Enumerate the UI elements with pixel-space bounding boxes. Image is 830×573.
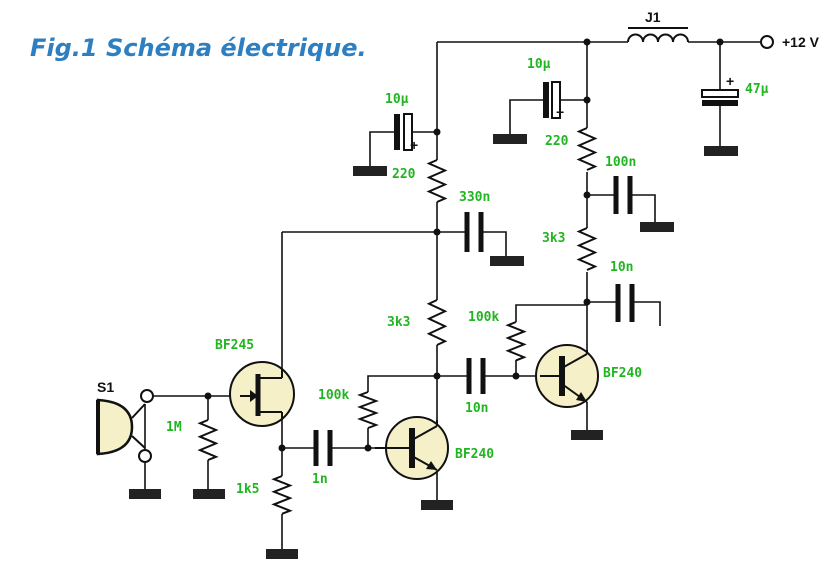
label-c-1n: 1n: [312, 472, 328, 487]
junction-dot: [278, 444, 286, 452]
resistor-1m-icon: [197, 419, 219, 461]
capacitor-47u-icon: +: [701, 73, 739, 106]
label-r-3k3-mid: 3k3: [387, 315, 410, 330]
figure-title: Fig.1 Schéma électrique.: [30, 34, 367, 62]
fet-q1-icon: [229, 361, 295, 427]
junction-dot: [204, 392, 212, 400]
capacitor-10n-top-icon: [615, 284, 635, 322]
junction-dot: [716, 38, 724, 46]
capacitor-10u-right-icon: +: [543, 81, 564, 120]
junction-dot: [583, 191, 591, 199]
label-c-100n: 100n: [605, 155, 636, 170]
ground-icon: [704, 146, 738, 156]
c10u-right-wire: [509, 99, 587, 136]
ground-icon: [129, 489, 161, 499]
bjt-q3-icon: [535, 344, 599, 408]
ground-icon: [640, 222, 674, 232]
label-q1-bf245: BF245: [215, 338, 254, 353]
resistor-100k-mid-icon: [357, 391, 379, 429]
junction-dot: [583, 38, 591, 46]
wires: [144, 41, 760, 550]
label-r-1m: 1M: [166, 420, 182, 435]
label-j1: J1: [645, 9, 661, 25]
label-r-220-right: 220: [545, 134, 569, 149]
svg-text:+: +: [556, 104, 564, 120]
label-s1: S1: [97, 379, 114, 395]
junction-dot: [512, 372, 520, 380]
ground-icon: [266, 549, 298, 559]
ground-icon: [571, 430, 603, 440]
label-supply: +12 V: [782, 34, 820, 50]
junction-dot: [433, 228, 441, 236]
capacitor-1n-icon: [313, 430, 333, 466]
microphone-s1-icon: [96, 389, 154, 463]
c330n-wire: [437, 231, 507, 258]
label-c-10u-right: 10µ: [527, 57, 551, 72]
ground-icon: [193, 489, 225, 499]
resistor-3k3-mid-icon: [426, 299, 448, 346]
svg-text:+: +: [726, 73, 734, 89]
supply-terminal-icon: [760, 35, 774, 49]
resistor-3k3-right-icon: [576, 227, 598, 271]
capacitor-10n-mid-icon: [466, 358, 486, 394]
c10n-top-wire: [587, 301, 661, 326]
inductor-j1-icon: [627, 33, 689, 43]
c10u-left-wire: [369, 131, 437, 168]
label-r-220-left: 220: [392, 167, 416, 182]
label-q2-bf240: BF240: [455, 447, 494, 462]
junction-dots: [204, 38, 724, 452]
resistor-220-right-icon: [576, 127, 598, 171]
junction-dot: [583, 298, 591, 306]
input-wire: [144, 395, 240, 490]
junction-dot: [583, 96, 591, 104]
label-r-100k-mid: 100k: [318, 388, 349, 403]
label-r-1k5: 1k5: [236, 482, 259, 497]
svg-text:+: +: [410, 137, 418, 153]
junction-dot: [433, 128, 441, 136]
label-c-10n-top: 10n: [610, 260, 633, 275]
label-r-100k-right: 100k: [468, 310, 499, 325]
capacitor-10u-left-icon: +: [394, 113, 418, 153]
ground-icon: [493, 134, 527, 144]
fet-drain-wire: [281, 231, 437, 368]
junction-dot: [433, 372, 441, 380]
label-q3-bf240: BF240: [603, 366, 642, 381]
label-c-10n-mid: 10n: [465, 401, 488, 416]
ground-symbols: [129, 134, 738, 559]
capacitor-330n-icon: [464, 212, 484, 252]
resistor-220-left-icon: [426, 159, 448, 203]
label-c-330n: 330n: [459, 190, 490, 205]
resistor-100k-right-icon: [505, 321, 527, 362]
junction-dot: [364, 444, 372, 452]
bjt-q2-icon: [375, 416, 449, 480]
ground-icon: [490, 256, 524, 266]
c100n-wire: [587, 194, 656, 224]
resistor-1k5-icon: [271, 475, 293, 515]
label-c-10u-left: 10µ: [385, 92, 409, 107]
ground-icon: [421, 500, 453, 510]
capacitor-100n-icon: [613, 176, 633, 214]
ground-icon: [353, 166, 387, 176]
label-c-47u: 47µ: [745, 82, 769, 97]
label-r-3k3-right: 3k3: [542, 231, 565, 246]
